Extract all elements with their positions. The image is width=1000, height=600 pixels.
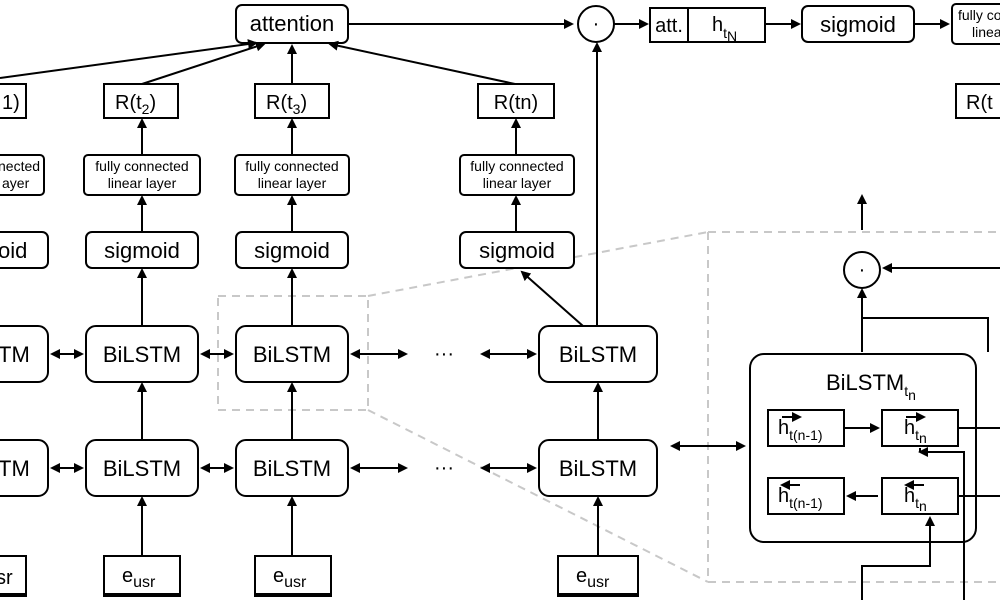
h-backward-prev-box: ht(n-1) xyxy=(767,477,845,515)
svg-text:1): 1) xyxy=(2,92,20,114)
r-t3-label: R(t3) xyxy=(266,92,307,117)
svg-text:linear layer: linear layer xyxy=(483,175,552,191)
svg-text:R(t: R(t xyxy=(966,92,993,114)
svg-text:BiLSTM: BiLSTM xyxy=(103,342,181,367)
e-usr-label-2: eusr xyxy=(122,565,156,591)
attention-box: attention xyxy=(235,4,349,44)
sigmoid-box-partial-left: oid xyxy=(0,231,49,269)
svg-text:ht(n-1): ht(n-1) xyxy=(778,417,823,443)
sigmoid-box-n: sigmoid xyxy=(459,231,575,269)
h-backward-curr-box: htn xyxy=(881,477,959,515)
edge-bilstmn-to-sign xyxy=(520,270,584,327)
e-usr-label-3: eusr xyxy=(273,565,307,591)
svg-text:nected: nected xyxy=(0,158,40,174)
bilstm-lower-2: BiLSTM xyxy=(85,439,199,497)
r-box-t2: R(t2) xyxy=(103,83,179,119)
e-usr-label-n: eusr xyxy=(576,565,610,591)
r-t2-label: R(t2) xyxy=(115,92,156,117)
h-forward-prev-box: ht(n-1) xyxy=(767,409,845,447)
svg-text:ht(n-1): ht(n-1) xyxy=(778,485,823,511)
svg-text:BiLSTM: BiLSTM xyxy=(103,456,181,481)
dot-product-node-top: · xyxy=(577,5,615,43)
svg-text:oid: oid xyxy=(0,238,27,263)
sigmoid-box-top: sigmoid xyxy=(801,5,915,43)
r-box-partial-left: 1) xyxy=(0,83,27,119)
bilstm-upper-n: BiLSTM xyxy=(538,325,658,383)
fc-box-top-right: fully co linea xyxy=(951,3,1000,45)
h-tN-label: htN xyxy=(712,14,737,44)
edge-r1-to-attention xyxy=(0,39,258,79)
e-usr-box-partial-left: sr xyxy=(0,555,27,597)
edge-rn-to-attention xyxy=(328,40,516,85)
e-usr-box-2: eusr xyxy=(103,555,181,597)
svg-text:BiLSTM: BiLSTM xyxy=(253,456,331,481)
e-usr-box-3: eusr xyxy=(254,555,332,597)
r-tn-label: R(tn) xyxy=(494,92,538,114)
e-usr-box-n: eusr xyxy=(557,555,639,597)
svg-text:htn: htn xyxy=(904,417,927,446)
svg-text:sigmoid: sigmoid xyxy=(104,238,180,263)
svg-text:linear layer: linear layer xyxy=(108,175,177,191)
bilstm-lower-3: BiLSTM xyxy=(235,439,349,497)
svg-text:sigmoid: sigmoid xyxy=(254,238,330,263)
svg-text:ayer: ayer xyxy=(2,175,30,191)
fc-box-2: fully connected linear layer xyxy=(83,154,201,196)
svg-text:TM: TM xyxy=(0,342,30,367)
r-box-tn: R(tn) xyxy=(477,83,555,119)
svg-text:linear layer: linear layer xyxy=(258,175,327,191)
dot-product-node-detail: · xyxy=(843,251,881,289)
att-hidden-concat: att. htN xyxy=(649,7,766,44)
fc-box-n: fully connected linear layer xyxy=(459,154,575,196)
dot-symbol-top: · xyxy=(593,13,600,35)
sigmoid-box-2: sigmoid xyxy=(85,231,199,269)
sigmoid-box-3: sigmoid xyxy=(235,231,349,269)
bilstm-lower-n: BiLSTM xyxy=(538,439,658,497)
svg-text:BiLSTM: BiLSTM xyxy=(253,342,331,367)
bilstm-upper-2: BiLSTM xyxy=(85,325,199,383)
fc-top-line2: linea xyxy=(972,24,1000,40)
fc-top-line1: fully co xyxy=(958,7,1000,23)
svg-text:BiLSTM: BiLSTM xyxy=(559,342,637,367)
r-box-partial-right: R(t xyxy=(955,83,1000,119)
svg-text:TM: TM xyxy=(0,456,30,481)
attention-label: attention xyxy=(250,11,334,36)
svg-text:fully connected: fully connected xyxy=(470,158,563,174)
edge-input-to-forward xyxy=(918,447,965,600)
fc-box-3: fully connected linear layer xyxy=(234,154,350,196)
svg-text:BiLSTM: BiLSTM xyxy=(559,456,637,481)
bilstm-upper-partial-left: TM xyxy=(0,325,49,383)
edge-input-to-backward xyxy=(861,516,935,600)
svg-text:fully connected: fully connected xyxy=(245,158,338,174)
att-label: att. xyxy=(655,15,683,37)
edge-r2-to-attention xyxy=(141,41,266,85)
r-box-t3: R(t3) xyxy=(254,83,330,119)
fc-box-partial-left: nected ayer xyxy=(0,154,45,196)
bilstm-lower-partial-left: TM xyxy=(0,439,49,497)
ellipsis-upper: ··· xyxy=(434,343,454,365)
svg-text:sr: sr xyxy=(0,567,13,589)
ellipsis-lower: ··· xyxy=(434,457,454,479)
svg-text:htn: htn xyxy=(904,485,927,514)
svg-text:sigmoid: sigmoid xyxy=(479,238,555,263)
bilstm-upper-3: BiLSTM xyxy=(235,325,349,383)
bilstm-detail-title: BiLSTMtn xyxy=(826,370,916,403)
edge-detail-bracket xyxy=(861,317,989,352)
dot-symbol-detail: · xyxy=(859,259,866,281)
sigmoid-label-top: sigmoid xyxy=(820,12,896,37)
h-forward-curr-box: htn xyxy=(881,409,959,447)
svg-text:fully connected: fully connected xyxy=(95,158,188,174)
